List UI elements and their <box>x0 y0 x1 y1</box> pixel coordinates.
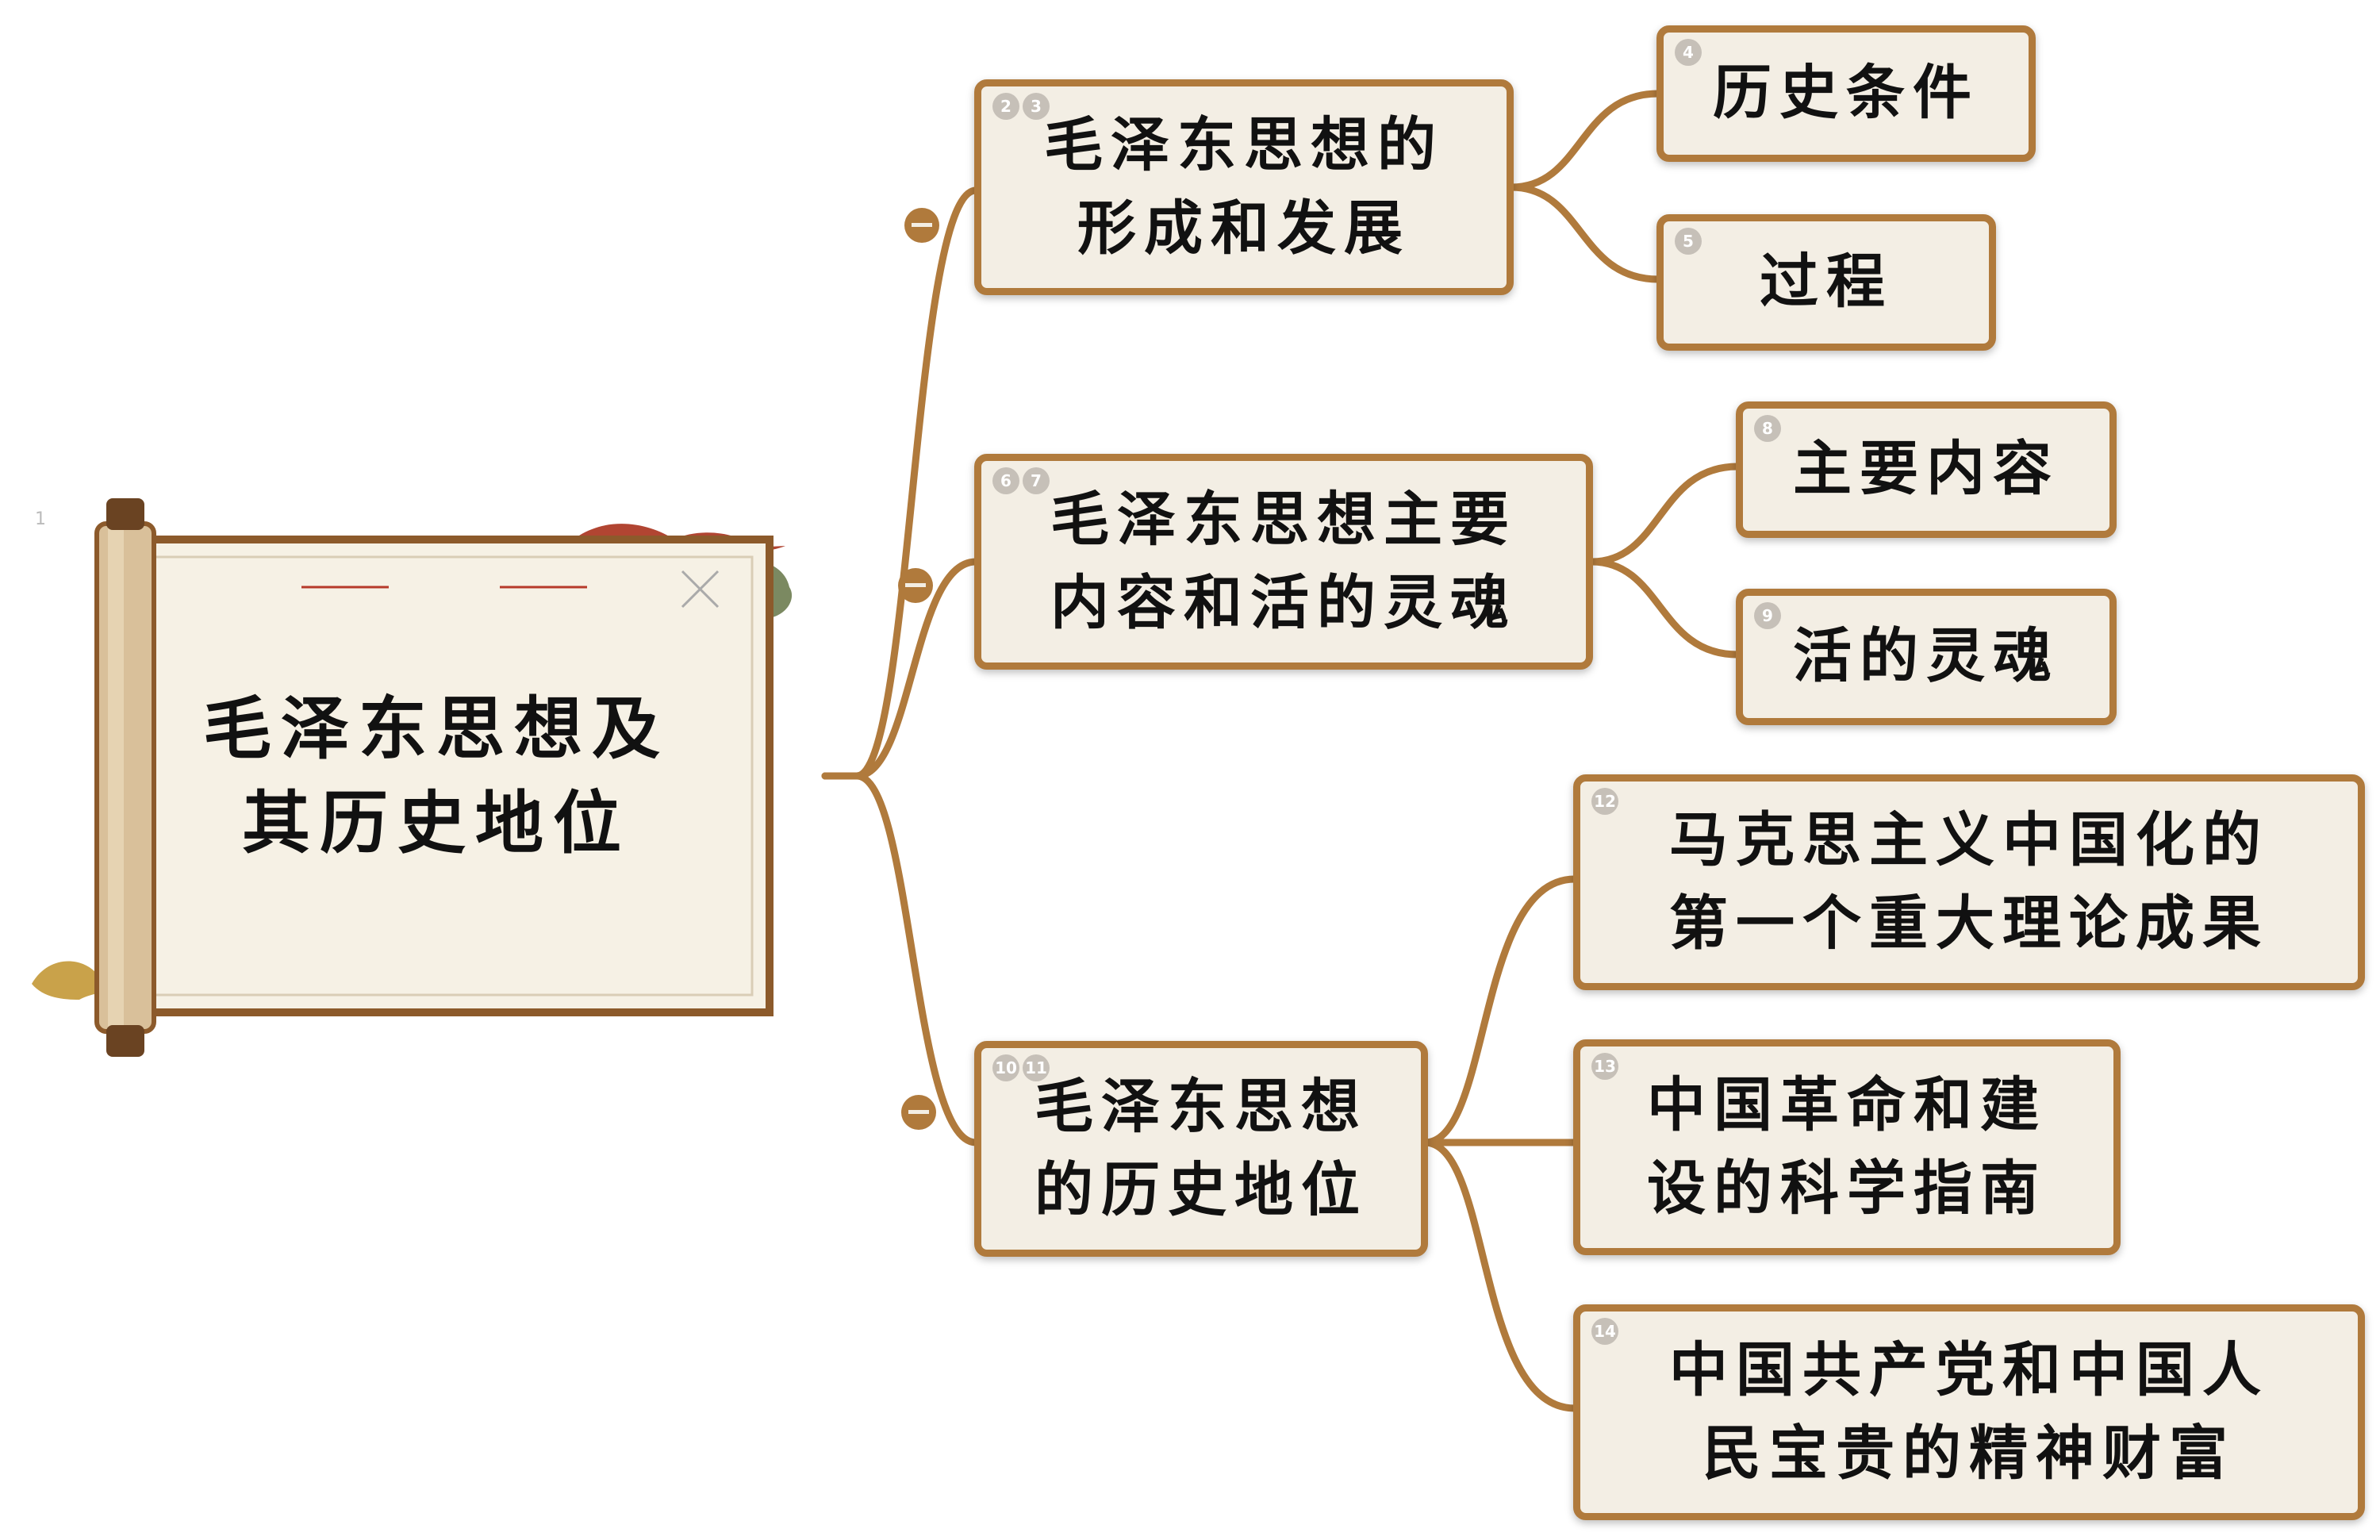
number-badge: 14 <box>1591 1318 1618 1345</box>
topic-c9[interactable]: 9 活的灵魂 <box>1736 589 2117 725</box>
link-b1-c4 <box>1511 94 1658 187</box>
number-badge: 10 <box>992 1054 1019 1081</box>
topic-badges: 9 <box>1754 602 1781 629</box>
topic-b3[interactable]: 10 11 毛泽东思想 的历史地位 <box>974 1041 1428 1257</box>
topic-c5[interactable]: 5 过程 <box>1656 214 1996 351</box>
link-b3-c12 <box>1425 879 1575 1143</box>
topic-label: 中国革命和建 设的科学指南 <box>1647 1064 2047 1231</box>
topic-badges: 14 <box>1591 1318 1618 1345</box>
link-b1-c5 <box>1511 187 1658 279</box>
topic-badges: 5 <box>1675 228 1702 255</box>
topic-label: 毛泽东思想 的历史地位 <box>1035 1066 1368 1232</box>
link-b3-c14 <box>1425 1143 1575 1408</box>
topic-c4[interactable]: 4 历史条件 <box>1656 25 2036 162</box>
topic-c8[interactable]: 8 主要内容 <box>1736 401 2117 538</box>
number-badge: 12 <box>1591 788 1618 815</box>
topic-badges: 4 <box>1675 39 1702 66</box>
number-badge: 2 <box>992 93 1019 120</box>
number-badge: 5 <box>1675 228 1702 255</box>
topic-label: 历史条件 <box>1713 52 1979 135</box>
topic-label: 中国共产党和中国人 民宝贵的精神财富 <box>1669 1329 2269 1496</box>
root-topic[interactable]: 毛泽东思想及 其历史地位 <box>151 682 722 870</box>
number-badge: 7 <box>1023 467 1050 494</box>
topic-badges: 10 11 <box>992 1054 1050 1081</box>
link-root-b1 <box>825 190 976 776</box>
topic-badges: 13 <box>1591 1053 1618 1080</box>
number-badge: 6 <box>992 467 1019 494</box>
number-badge: 8 <box>1754 415 1781 442</box>
link-b2-c8 <box>1591 467 1737 562</box>
number-badge: 4 <box>1675 39 1702 66</box>
topic-label: 过程 <box>1760 240 1893 324</box>
topic-c13[interactable]: 13 中国革命和建 设的科学指南 <box>1573 1039 2121 1255</box>
number-badge: 13 <box>1591 1053 1618 1080</box>
topic-c12[interactable]: 12 马克思主义中国化的 第一个重大理论成果 <box>1573 774 2365 990</box>
number-badge: 9 <box>1754 602 1781 629</box>
number-badge: 11 <box>1023 1054 1050 1081</box>
topic-c14[interactable]: 14 中国共产党和中国人 民宝贵的精神财富 <box>1573 1304 2365 1520</box>
collapse-toggle-b2[interactable] <box>898 568 933 603</box>
topic-label: 毛泽东思想主要 内容和活的灵魂 <box>1050 478 1517 645</box>
topic-badges: 2 3 <box>992 93 1050 120</box>
topic-b2[interactable]: 6 7 毛泽东思想主要 内容和活的灵魂 <box>974 454 1593 670</box>
link-root-b3 <box>825 776 976 1143</box>
topic-label: 毛泽东思想的 形成和发展 <box>1044 104 1444 271</box>
collapse-toggle-b1[interactable] <box>904 208 939 243</box>
collapse-toggle-b3[interactable] <box>901 1095 936 1130</box>
topic-badges: 6 7 <box>992 467 1050 494</box>
topic-b1[interactable]: 2 3 毛泽东思想的 形成和发展 <box>974 79 1514 295</box>
topic-badges: 12 <box>1591 788 1618 815</box>
topic-badges: 8 <box>1754 415 1781 442</box>
topic-label: 马克思主义中国化的 第一个重大理论成果 <box>1669 799 2269 966</box>
topic-label: 主要内容 <box>1793 428 2059 511</box>
number-badge: 3 <box>1023 93 1050 120</box>
link-b2-c9 <box>1591 562 1737 655</box>
topic-label: 活的灵魂 <box>1793 615 2059 698</box>
